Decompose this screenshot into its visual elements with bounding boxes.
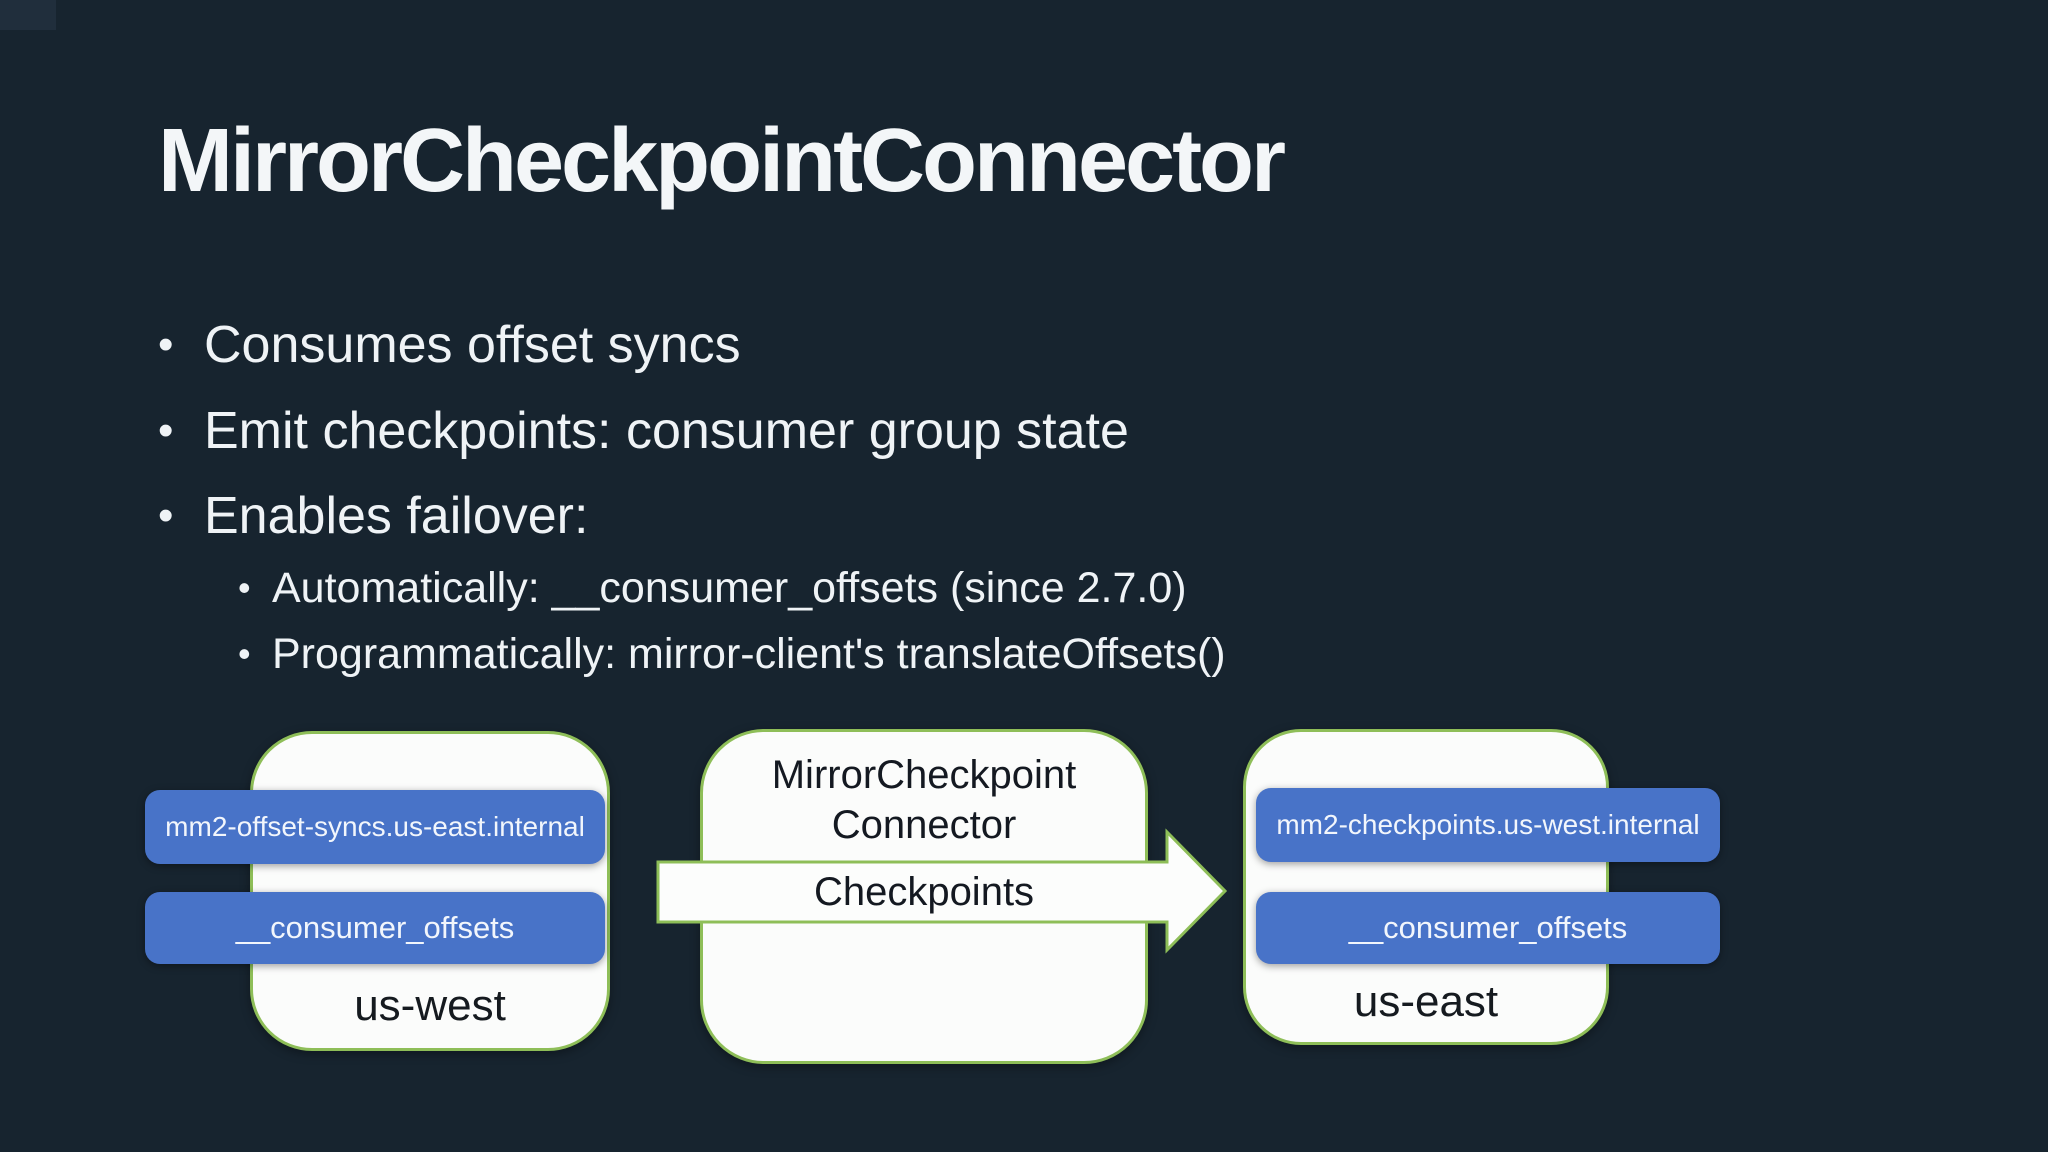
corner-artifact: [0, 0, 56, 30]
sub-bullet-item-automatically: • Automatically: __consumer_offsets (sin…: [238, 561, 1187, 615]
bullet-text: Emit checkpoints: consumer group state: [204, 402, 1129, 460]
bullet-text: Programmatically: mirror-client's transl…: [272, 630, 1226, 678]
cluster-box-us-west: [250, 731, 610, 1051]
bullet-item-enables-failover: • Enables failover:: [158, 485, 588, 547]
topic-badge-mm2-checkpoints: mm2-checkpoints.us-west.internal: [1256, 788, 1720, 862]
bullet-marker: •: [158, 491, 174, 540]
bullet-marker: •: [158, 320, 174, 369]
connector-label-line1: MirrorCheckpoint: [771, 753, 1077, 797]
cluster-box-us-east: [1243, 729, 1609, 1045]
bullet-text: Automatically: __consumer_offsets (since…: [272, 564, 1187, 612]
connector-label: MirrorCheckpoint Connector: [700, 750, 1148, 850]
bullet-marker: •: [238, 633, 251, 674]
cluster-label-us-west: us-west: [354, 981, 506, 1030]
topic-badge-consumer-offsets-east: __consumer_offsets: [1256, 892, 1720, 964]
bullet-item-consumes: • Consumes offset syncs: [158, 314, 741, 376]
topic-badge-consumer-offsets-west: __consumer_offsets: [145, 892, 605, 964]
cluster-label-us-east: us-east: [1353, 977, 1499, 1026]
connector-label-line2: Connector: [831, 803, 1017, 847]
bullet-text: Consumes offset syncs: [204, 316, 741, 374]
bullet-item-emit-checkpoints: • Emit checkpoints: consumer group state: [158, 400, 1129, 462]
bullet-marker: •: [158, 406, 174, 455]
topic-badge-mm2-offset-syncs: mm2-offset-syncs.us-east.internal: [145, 790, 605, 864]
bullet-text: Enables failover:: [204, 487, 589, 545]
slide-title: MirrorCheckpointConnector: [158, 111, 1286, 211]
bullet-marker: •: [238, 567, 251, 608]
sub-bullet-item-programmatically: • Programmatically: mirror-client's tran…: [238, 627, 1226, 681]
checkpoints-arrow-label: Checkpoints: [813, 870, 1035, 914]
